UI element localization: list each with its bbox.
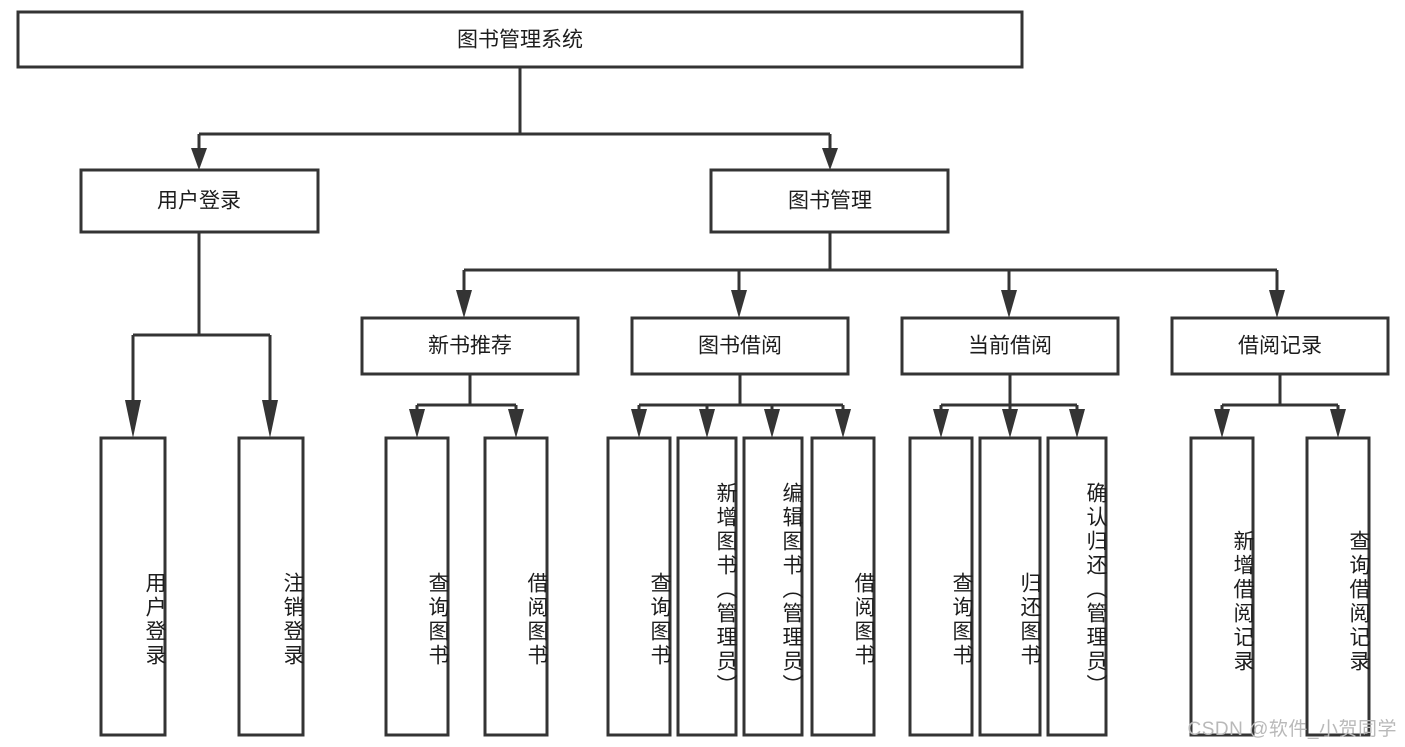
- node-leaf-query-book-1[interactable]: [384, 436, 450, 737]
- node-new-book-recommend[interactable]: [360, 316, 580, 376]
- arrow-head-leaf-add-book: [699, 409, 715, 438]
- arrow-head-leaf-query-record: [1330, 409, 1346, 438]
- connector-layer: [125, 67, 1346, 438]
- node-current-borrow[interactable]: [900, 316, 1120, 376]
- node-borrow-record-label: 借阅记录: [1238, 335, 1322, 358]
- node-root-label: 图书管理系统: [457, 29, 583, 52]
- node-book-manage[interactable]: [709, 168, 950, 234]
- arrow-head-leaf-borrow-book-1: [508, 409, 524, 438]
- node-borrow-record[interactable]: [1170, 316, 1390, 376]
- arrow-head-leaf-edit-book: [764, 409, 780, 438]
- node-book-borrow-label: 图书借阅: [698, 335, 782, 358]
- arrow-head-leaf-confirm-return: [1069, 409, 1085, 438]
- csdn-watermark: CSDN @软件_小贺同学: [1187, 719, 1397, 740]
- arrow-head-book-manage: [822, 148, 838, 170]
- node-leaf-add-record[interactable]: [1189, 436, 1255, 737]
- node-new-book-recommend-label: 新书推荐: [428, 335, 512, 358]
- node-leaf-borrow-book-1[interactable]: [483, 436, 549, 737]
- arrow-head-leaf-user-login: [125, 400, 141, 438]
- arrow-head-leaf-add-record: [1214, 409, 1230, 438]
- arrow-head-leaf-return-book: [1002, 409, 1018, 438]
- arrow-head-leaf-borrow-book-2: [835, 409, 851, 438]
- node-book-manage-label: 图书管理: [788, 190, 872, 213]
- node-book-borrow[interactable]: [630, 316, 850, 376]
- arrow-head-leaf-logout-login: [262, 400, 278, 438]
- node-leaf-borrow-book-2[interactable]: [810, 436, 876, 737]
- node-user-login-label: 用户登录: [157, 190, 241, 213]
- arrow-head-user-login: [191, 148, 207, 170]
- arrow-head-book-borrow: [731, 290, 747, 318]
- arrow-head-new-book-recommend: [456, 290, 472, 318]
- node-current-borrow-label: 当前借阅: [968, 335, 1052, 358]
- node-leaf-return-book[interactable]: [978, 436, 1042, 737]
- node-user-login[interactable]: [79, 168, 320, 234]
- node-leaf-edit-book[interactable]: [742, 436, 804, 737]
- node-root[interactable]: [16, 10, 1024, 69]
- node-leaf-query-record[interactable]: [1305, 436, 1371, 737]
- node-layer: 图书管理系统 用户登录 图书管理 新书推荐 图书借阅 当前借阅 借阅记录: [16, 10, 1390, 737]
- arrow-head-leaf-query-book-1: [409, 409, 425, 438]
- node-leaf-query-book-3[interactable]: [908, 436, 974, 737]
- arrow-head-current-borrow: [1001, 290, 1017, 318]
- arrow-head-leaf-query-book-2: [631, 409, 647, 438]
- node-leaf-confirm-return[interactable]: [1046, 436, 1108, 737]
- node-leaf-add-book[interactable]: [676, 436, 738, 737]
- node-leaf-user-login[interactable]: [99, 436, 167, 737]
- arrow-head-leaf-query-book-3: [933, 409, 949, 438]
- node-leaf-logout-login[interactable]: [237, 436, 305, 737]
- arrow-head-borrow-record: [1269, 290, 1285, 318]
- node-leaf-query-book-2[interactable]: [606, 436, 672, 737]
